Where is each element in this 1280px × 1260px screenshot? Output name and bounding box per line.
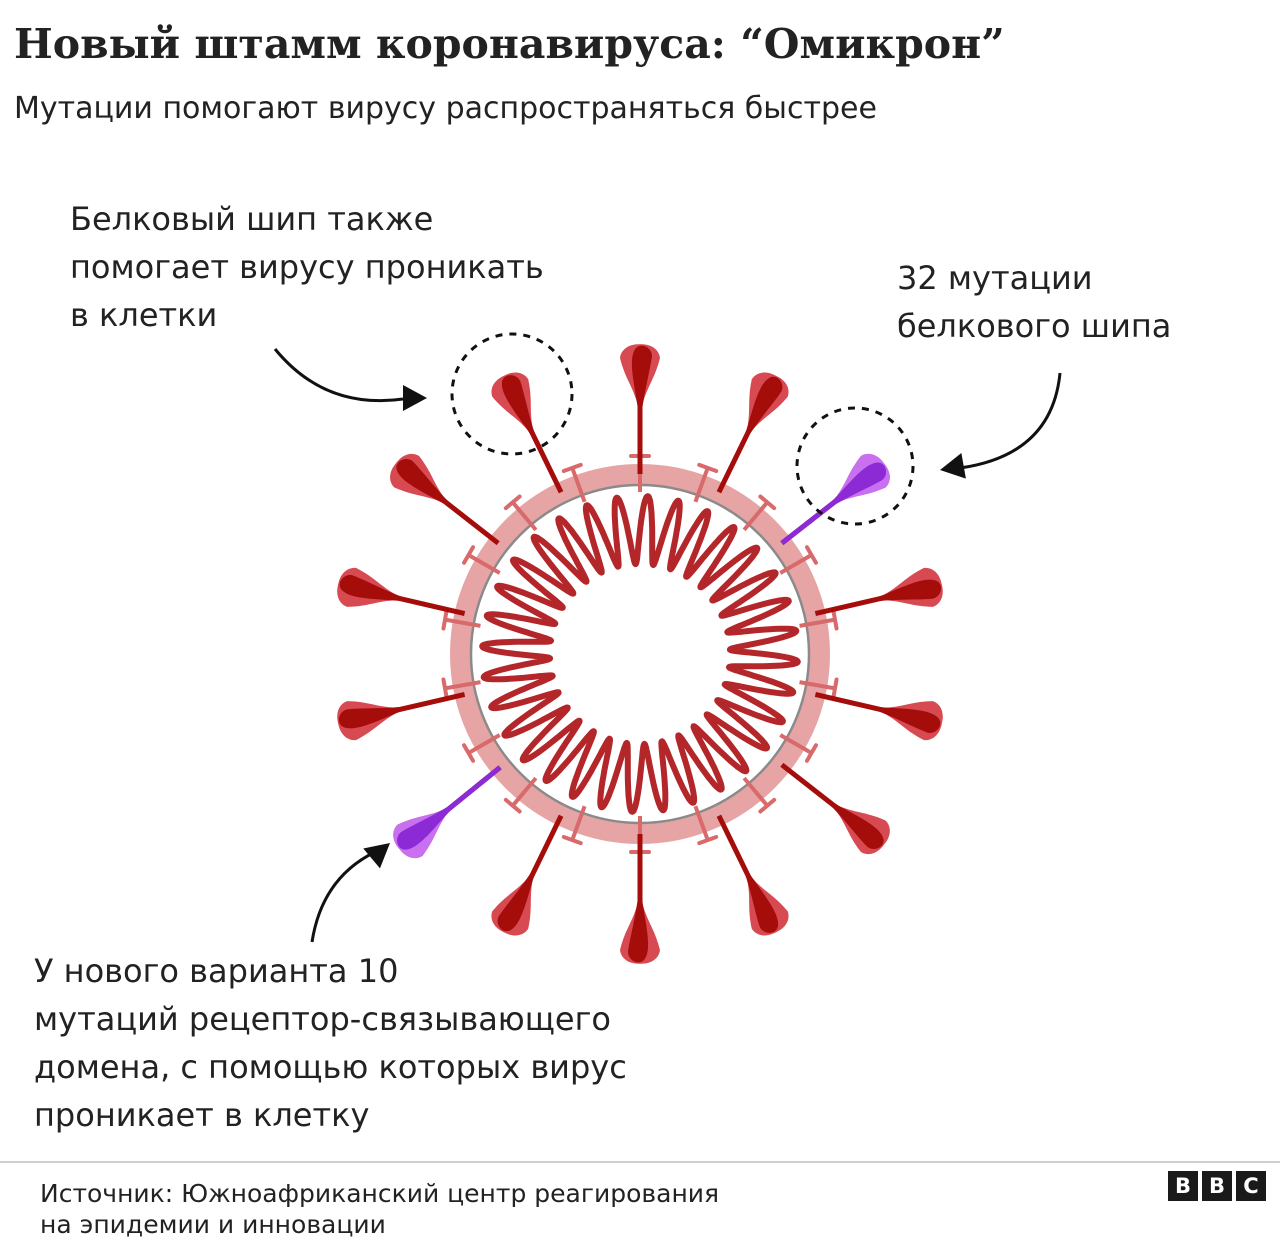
mutated-spike: [780, 454, 890, 546]
rna-strand: [479, 493, 801, 815]
membrane-protein-cap: [462, 743, 476, 763]
membrane-protein-cap: [758, 494, 777, 511]
membrane-protein: [799, 617, 836, 628]
spike-protein: [814, 692, 943, 741]
spike-annotation-line: Белковый шип также: [70, 200, 434, 238]
spike-protein: [337, 567, 466, 616]
membrane-protein: [467, 553, 501, 575]
mutations-annotation-line: белкового шипа: [897, 307, 1172, 345]
source-note: Источник: Южноафриканский центр реагиров…: [40, 1178, 719, 1240]
membrane-protein-cap: [441, 677, 449, 700]
membrane-protein: [799, 680, 836, 691]
spike-annotation-line: помогает вирусу проникать: [70, 248, 544, 286]
membrane-protein: [444, 680, 481, 691]
source-line: Источник: Южноафриканский центр реагиров…: [40, 1179, 720, 1208]
rbd-annotation: У нового варианта 10 мутаций рецептор-св…: [34, 947, 627, 1139]
curved-arrow-icon: [940, 372, 1062, 479]
membrane-protein-cap: [462, 545, 476, 565]
membrane-protein-cap: [804, 743, 818, 763]
spike-protein: [337, 692, 466, 741]
membrane-protein-cap: [804, 545, 818, 565]
membrane-proteins: [441, 454, 839, 854]
membrane-protein-cap: [503, 494, 522, 511]
spike-protein: [491, 372, 564, 494]
page-title: Новый штамм коронавируса: “Омикрон”: [14, 20, 1005, 68]
spike-protein: [780, 762, 890, 854]
spike-annotation: Белковый шип также помогает вирусу прони…: [70, 195, 544, 339]
membrane-protein-cap: [758, 797, 777, 814]
membrane-protein-cap: [831, 677, 839, 700]
bbc-logo-letter: C: [1236, 1171, 1266, 1201]
spike-protein: [716, 814, 789, 936]
membrane-protein: [779, 553, 813, 575]
rbd-annotation-line: проникает в клетку: [34, 1096, 370, 1134]
membrane-protein: [511, 776, 538, 807]
highlight-circle: [450, 332, 574, 456]
membrane-protein: [444, 617, 481, 628]
coronavirus-illustration: [273, 332, 1062, 964]
spike-annotation-line: в клетки: [70, 296, 218, 334]
membrane-protein-cap: [441, 608, 449, 631]
membrane-protein-cap: [561, 462, 583, 474]
membrane-protein: [693, 467, 710, 503]
spike-protein: [390, 454, 500, 546]
rbd-annotation-line: мутаций рецептор-связывающего: [34, 1000, 611, 1038]
membrane-protein: [779, 733, 813, 755]
mutated-spike: [393, 765, 502, 858]
spike-protein: [814, 567, 943, 616]
highlight-circle: [795, 406, 915, 526]
membrane-protein: [742, 776, 769, 807]
spike-protein: [716, 372, 789, 494]
mutations-annotation: 32 мутации белкового шипа: [897, 254, 1171, 350]
membrane-protein: [467, 733, 501, 755]
bbc-logo-letter: B: [1168, 1171, 1198, 1201]
spike-protein: [620, 834, 660, 964]
mutations-annotation-line: 32 мутации: [897, 259, 1093, 297]
spike-protein: [620, 344, 660, 474]
membrane-protein-cap: [503, 797, 522, 814]
footer-divider: [0, 1161, 1280, 1163]
membrane-protein-cap: [561, 834, 583, 846]
membrane-protein: [693, 805, 710, 841]
spike-protein: [491, 814, 564, 936]
bbc-logo: B B C: [1168, 1171, 1266, 1201]
rna-helix: [479, 493, 801, 815]
membrane-protein: [511, 501, 538, 532]
page-subtitle: Мутации помогают вирусу распространяться…: [14, 91, 877, 126]
spike-proteins: [337, 344, 943, 964]
rbd-annotation-line: У нового варианта 10: [34, 952, 399, 990]
membrane-protein-cap: [697, 462, 719, 474]
source-line: на эпидемии и инновации: [40, 1210, 386, 1239]
curved-arrow-icon: [310, 843, 390, 943]
rbd-annotation-line: домена, с помощью которых вирус: [34, 1048, 627, 1086]
curved-arrow-icon: [273, 348, 427, 411]
membrane-protein-cap: [697, 834, 719, 846]
membrane-protein: [742, 501, 769, 532]
membrane-protein-cap: [831, 608, 839, 631]
annotation-markers: [273, 332, 1062, 943]
bbc-logo-letter: B: [1202, 1171, 1232, 1201]
membrane-protein: [570, 467, 587, 503]
membrane-protein: [570, 805, 587, 841]
